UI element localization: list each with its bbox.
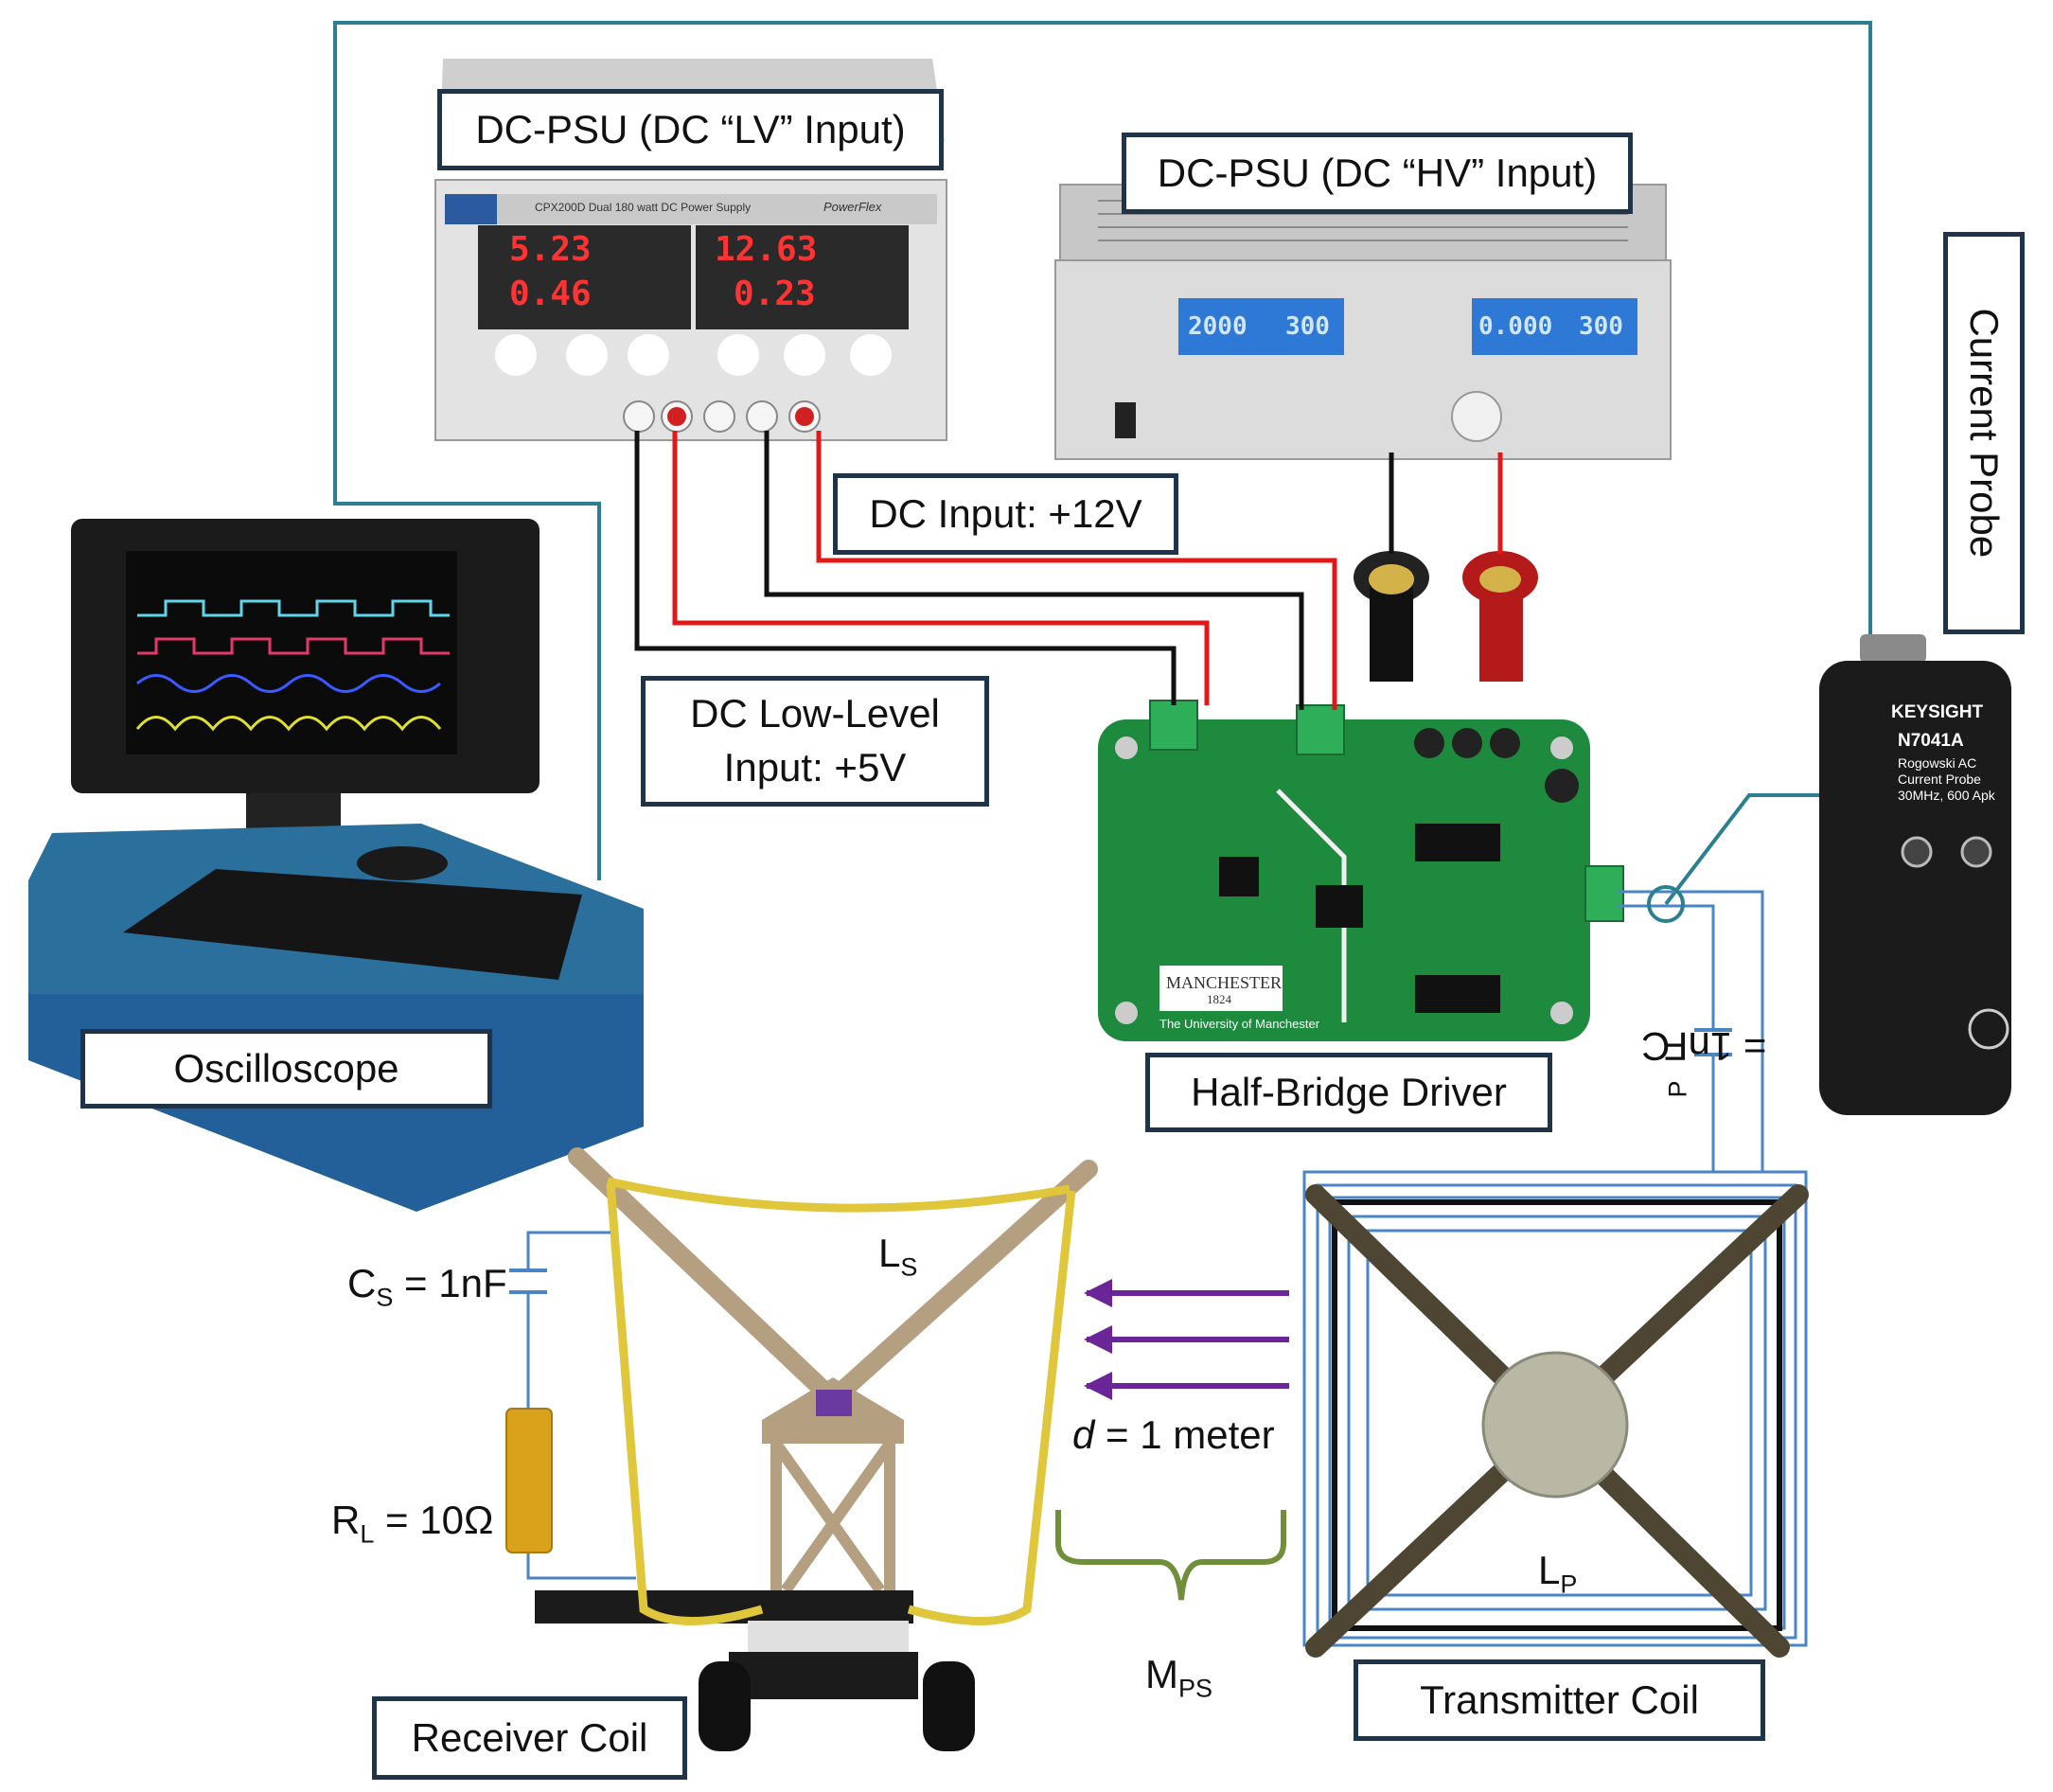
label-ls: LS	[878, 1231, 917, 1282]
rl-symbol: R	[331, 1498, 361, 1542]
label-cs: CS = 1nF	[347, 1261, 507, 1312]
probe-desc-3: 30MHz, 600 Apk	[1898, 788, 1995, 803]
distance-variable: d	[1072, 1412, 1095, 1457]
secondary-circuit	[505, 1231, 636, 1580]
psu-lv-current-2: 0.23	[734, 275, 816, 313]
psu-lv-current-1: 0.46	[509, 275, 592, 313]
cp-value: = 1nF	[1663, 1023, 1767, 1069]
psu-hv-display-1-left: 2000	[1188, 312, 1248, 341]
board-university-text: The University of Manchester	[1159, 1017, 1320, 1031]
label-oscilloscope: Oscilloscope	[80, 1029, 492, 1109]
label-receiver-coil: Receiver Coil	[372, 1696, 687, 1780]
label-mps: MPS	[1145, 1652, 1212, 1703]
psu-lv-voltage-2: 12.63	[715, 230, 818, 269]
label-psu-hv: DC-PSU (DC “HV” Input)	[1122, 133, 1633, 214]
ls-symbol: L	[878, 1231, 901, 1275]
mutual-brace	[1055, 1510, 1286, 1601]
label-dc-low-level-line1: DC Low-Level	[690, 691, 940, 736]
field-arrows	[1084, 1279, 1289, 1400]
mps-subscript: PS	[1178, 1674, 1213, 1703]
cs-symbol: C	[347, 1261, 377, 1305]
label-dc-low-level-line2: Input: +5V	[723, 745, 907, 790]
power-wires	[634, 431, 1503, 710]
cp-subscript: P	[1663, 1080, 1692, 1098]
board-year-text: 1824	[1207, 992, 1231, 1006]
probe-desc-1: Rogowski AC	[1898, 755, 1977, 771]
probe-brand-text: KEYSIGHT	[1891, 702, 1984, 722]
label-psu-lv: DC-PSU (DC “LV” Input)	[437, 89, 944, 170]
label-current-probe: Current Probe	[1943, 232, 2025, 634]
probe-model-text: N7041A	[1898, 731, 1964, 751]
mps-symbol: M	[1145, 1652, 1178, 1696]
psu-lv-model-text: CPX200D Dual 180 watt DC Power Supply	[535, 201, 752, 214]
cs-value: = 1nF	[393, 1261, 507, 1305]
label-half-bridge-driver: Half-Bridge Driver	[1145, 1053, 1552, 1132]
cs-subscript: S	[376, 1283, 394, 1312]
banana-jacks	[1354, 551, 1538, 682]
label-rl: RL = 10Ω	[331, 1498, 493, 1549]
ls-subscript: S	[900, 1252, 918, 1282]
label-lp: LP	[1538, 1548, 1577, 1599]
label-current-probe-text: Current Probe	[1962, 308, 2008, 559]
psu-lv-voltage-1: 5.23	[509, 230, 592, 269]
half-bridge-pcb	[1098, 700, 1624, 1041]
transmitter-coil-graphic	[1302, 1170, 1809, 1658]
psu-hv-display-1-right: 300	[1285, 312, 1330, 341]
psu-hv-display-2-left: 0.000	[1478, 312, 1553, 341]
psu-lv-brand-text: PowerFlex	[823, 200, 882, 214]
current-probe-device	[1819, 634, 2011, 1115]
scope-probe-wire	[333, 21, 1872, 906]
receiver-coil-graphic	[535, 1147, 1098, 1751]
primary-circuit-wires	[1619, 885, 1764, 1172]
rl-subscript: L	[360, 1519, 375, 1549]
distance-value: = 1 meter	[1094, 1412, 1275, 1457]
lp-symbol: L	[1538, 1548, 1561, 1592]
lp-subscript: P	[1560, 1570, 1578, 1599]
psu-hv-display-2-right: 300	[1579, 312, 1623, 341]
label-distance: d = 1 meter	[1072, 1412, 1275, 1458]
rl-value: = 10Ω	[374, 1498, 494, 1542]
probe-desc-2: Current Probe	[1898, 772, 1981, 787]
board-brand-text: MANCHESTER	[1166, 973, 1283, 992]
label-dc-low-level-input: DC Low-Level Input: +5V	[641, 676, 989, 807]
label-dc-input-12v: DC Input: +12V	[833, 473, 1178, 555]
label-transmitter-coil: Transmitter Coil	[1354, 1659, 1765, 1741]
cp-symbol: C	[1640, 1023, 1671, 1069]
